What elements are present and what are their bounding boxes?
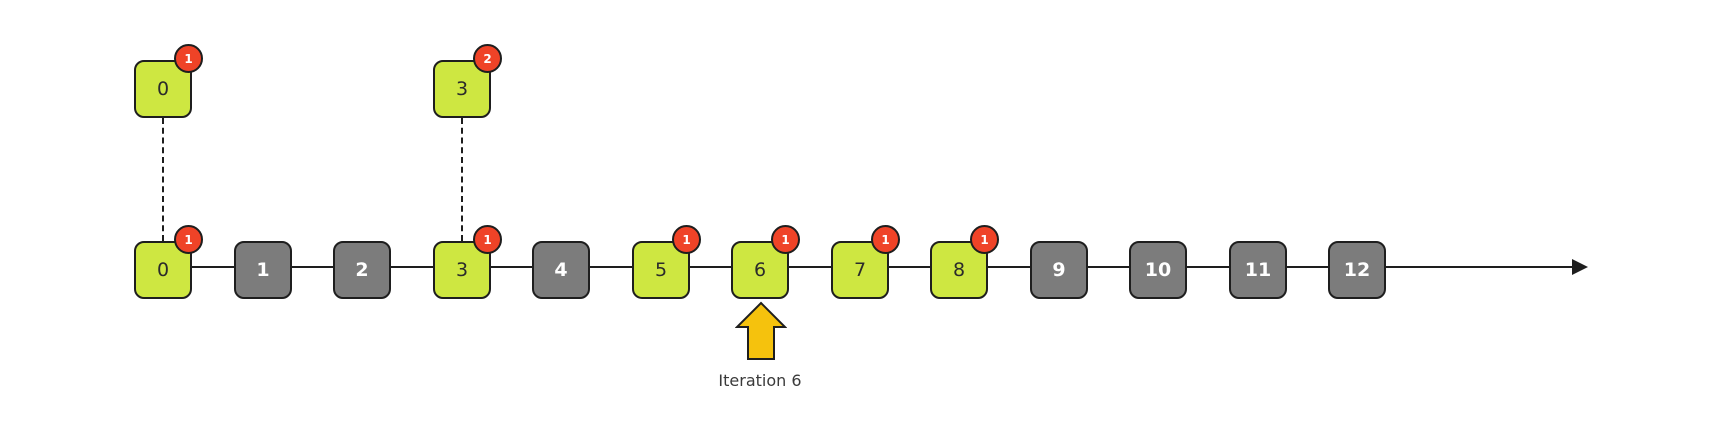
count-badge: 1 — [970, 225, 999, 254]
count-badge: 1 — [771, 225, 800, 254]
timeline-node-10: 10 — [1129, 241, 1187, 299]
node-label: 9 — [1052, 259, 1066, 281]
node-label: 0 — [156, 259, 170, 281]
iteration-label: Iteration 6 — [718, 371, 802, 390]
timeline-arrowhead — [1572, 259, 1588, 275]
node-label: 2 — [355, 259, 369, 281]
timeline-node-2: 2 — [333, 241, 391, 299]
dashed-connector — [461, 118, 463, 241]
node-label: 5 — [654, 259, 668, 281]
timeline-node-11: 11 — [1229, 241, 1287, 299]
timeline-node-1: 1 — [234, 241, 292, 299]
node-label: 3 — [455, 259, 469, 281]
count-badge: 1 — [473, 225, 502, 254]
count-badge: 1 — [871, 225, 900, 254]
node-label: 7 — [853, 259, 867, 281]
node-label: 11 — [1244, 259, 1272, 281]
node-label: 10 — [1144, 259, 1172, 281]
count-badge: 2 — [473, 44, 502, 73]
node-label: 12 — [1343, 259, 1371, 281]
node-label: 6 — [753, 259, 767, 281]
node-label: 4 — [554, 259, 568, 281]
count-badge: 1 — [174, 44, 203, 73]
current-iteration-arrow — [735, 301, 787, 360]
node-label: 1 — [256, 259, 270, 281]
dashed-connector — [162, 118, 164, 241]
timeline-node-4: 4 — [532, 241, 590, 299]
timeline-node-12: 12 — [1328, 241, 1386, 299]
node-label: 0 — [156, 78, 170, 100]
stacked-node-0: 0 — [134, 60, 192, 118]
count-badge: 1 — [174, 225, 203, 254]
node-label: 8 — [952, 259, 966, 281]
timeline-node-9: 9 — [1030, 241, 1088, 299]
node-label: 3 — [455, 78, 469, 100]
count-badge: 1 — [672, 225, 701, 254]
